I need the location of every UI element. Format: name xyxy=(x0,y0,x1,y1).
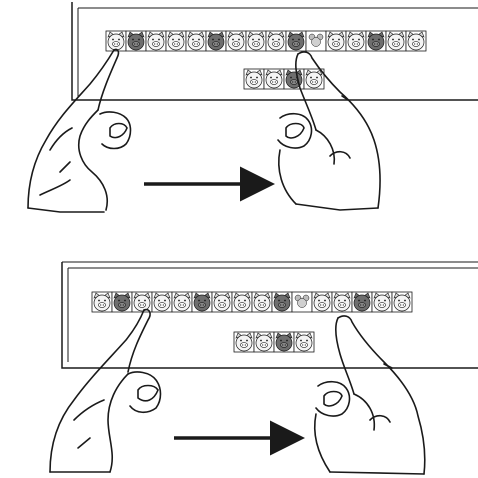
pig-tile-light xyxy=(385,30,407,52)
right-hand-top xyxy=(277,51,381,211)
pig-tile-light xyxy=(263,68,285,90)
pig-tile-light xyxy=(91,291,113,313)
tile-strip-top-lower xyxy=(243,68,325,90)
pig-tile-light xyxy=(185,30,207,52)
mouse-tile xyxy=(291,291,313,313)
screen-frame-bottom xyxy=(61,262,478,369)
pig-tile-light xyxy=(171,291,193,313)
pig-tile-dark xyxy=(191,291,213,313)
screen-frame-bottom-inner xyxy=(62,261,478,362)
pig-tile-light xyxy=(145,30,167,52)
pig-tile-dark xyxy=(283,68,305,90)
left-hand-bottom xyxy=(49,308,162,473)
pig-tile-light xyxy=(345,30,367,52)
pig-tile-light xyxy=(265,30,287,52)
pig-tile-dark xyxy=(125,30,147,52)
pig-tile-light xyxy=(105,30,127,52)
pig-tile-light xyxy=(311,291,333,313)
pig-tile-light xyxy=(131,291,153,313)
panel-top xyxy=(27,2,478,213)
pig-tile-light xyxy=(331,291,353,313)
pig-tile-light xyxy=(293,331,315,353)
pig-tile-dark xyxy=(273,331,295,353)
pig-tile-light xyxy=(231,291,253,313)
pig-tile-dark xyxy=(351,291,373,313)
right-hand-bottom xyxy=(314,315,426,475)
screen-frame-top xyxy=(71,2,478,101)
pig-tile-dark xyxy=(285,30,307,52)
tile-strip-bottom-lower xyxy=(233,331,315,353)
pig-tile-light xyxy=(233,331,255,353)
pig-tile-light xyxy=(225,30,247,52)
left-hand-top xyxy=(27,48,132,213)
pig-tile-light xyxy=(371,291,393,313)
screen-frame-top-inner xyxy=(77,7,478,98)
pig-tile-light xyxy=(391,291,413,313)
pig-tile-dark xyxy=(205,30,227,52)
tile-strip-top xyxy=(105,30,427,52)
pig-tile-light xyxy=(151,291,173,313)
pig-tile-light xyxy=(251,291,273,313)
tile-strip-bottom xyxy=(91,291,413,313)
pig-tile-dark xyxy=(271,291,293,313)
pig-tile-light xyxy=(243,68,265,90)
pig-tile-dark xyxy=(365,30,387,52)
panel-bottom xyxy=(49,261,478,475)
pig-tile-light xyxy=(405,30,427,52)
pig-tile-light xyxy=(253,331,275,353)
mouse-tile xyxy=(305,30,327,52)
pig-tile-light xyxy=(325,30,347,52)
pig-tile-light xyxy=(165,30,187,52)
pig-tile-dark xyxy=(111,291,133,313)
pig-tile-light xyxy=(211,291,233,313)
pig-tile-light xyxy=(245,30,267,52)
pig-tile-light xyxy=(303,68,325,90)
